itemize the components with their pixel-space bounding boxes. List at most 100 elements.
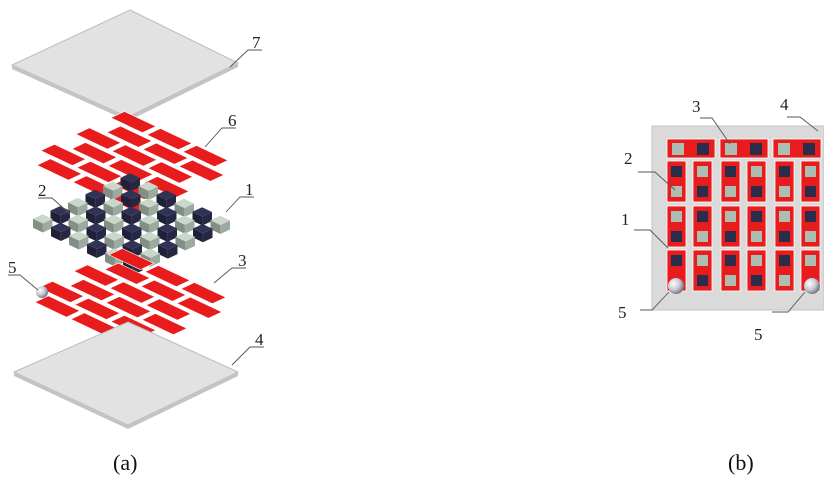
n-type-leg-top (86, 206, 106, 216)
p-type-leg (751, 231, 762, 242)
lower-strip (141, 313, 188, 336)
n-type-leg (779, 231, 790, 242)
n-type-leg-side (60, 210, 70, 225)
n-type-leg (725, 231, 736, 242)
n-type-leg-side (95, 211, 106, 225)
n-type-leg-top (121, 190, 141, 200)
p-type-leg-top (210, 215, 230, 225)
p-type-leg-side (210, 220, 221, 234)
label-4-b: 4 (780, 95, 789, 114)
n-type-leg-top (192, 207, 212, 217)
upper-strip (182, 145, 229, 168)
lower-strip (180, 282, 227, 305)
label-7: 7 (252, 33, 261, 52)
n-type-leg (725, 255, 736, 266)
label-3-b: 3 (692, 97, 701, 116)
p-type-leg-side (104, 219, 114, 234)
leg-grid (666, 138, 822, 292)
n-type-leg-side (202, 212, 212, 226)
n-type-leg-side (51, 227, 61, 241)
upper-strip (146, 128, 193, 151)
n-type-leg (671, 166, 682, 177)
n-type-leg-side (96, 227, 106, 242)
upper-strip (178, 159, 225, 182)
n-type-leg-top (120, 173, 140, 183)
lower-strip (108, 248, 155, 271)
n-type-leg-side (130, 178, 140, 192)
p-type-leg-top (68, 197, 88, 208)
p-type-leg-top (138, 181, 158, 191)
p-type-leg-top (140, 248, 160, 258)
upper-strip (111, 144, 158, 167)
upper-strip (76, 160, 123, 183)
label-2-b: 2 (624, 149, 633, 168)
n-type-leg-side (50, 210, 61, 225)
n-type-leg (803, 143, 815, 155)
n-type-leg (805, 211, 816, 222)
p-type-leg-side (140, 236, 150, 251)
p-type-leg-side (113, 202, 123, 217)
lower-strip (144, 265, 191, 288)
lower-strip (73, 264, 120, 287)
lower-strip (105, 296, 152, 319)
p-type-leg-top (104, 231, 124, 241)
p-type-leg-top (174, 198, 194, 208)
upper-strip (142, 142, 189, 165)
lower-strip (69, 279, 116, 302)
lower-strip (176, 296, 223, 319)
p-type-leg (671, 211, 682, 222)
p-type-leg (779, 275, 790, 286)
p-type-leg-side (220, 220, 230, 234)
p-type-leg (725, 211, 736, 222)
n-type-leg-side (121, 194, 131, 209)
p-type-leg (805, 166, 816, 177)
n-type-leg (671, 255, 682, 266)
panel-b-top-view: 3 4 2 1 5 5 (b) (618, 95, 824, 475)
p-type-leg-top (69, 231, 89, 241)
n-type-leg (751, 186, 762, 197)
p-type-leg-side (184, 203, 194, 217)
p-type-leg-side (148, 186, 158, 200)
panel-a-callouts: 7 6 2 1 5 3 4 (8, 33, 264, 366)
n-type-leg-side (95, 194, 105, 208)
label-5-b-right: 5 (754, 325, 763, 344)
p-type-leg-side (149, 219, 159, 234)
n-type-leg-top (50, 206, 70, 216)
n-type-leg-top (122, 240, 142, 250)
p-type-leg (697, 231, 708, 242)
n-type-leg-top (51, 222, 71, 232)
n-type-leg (805, 186, 816, 197)
p-type-leg-top (103, 198, 123, 208)
p-type-leg-side (113, 219, 124, 234)
lower-strip (145, 298, 192, 321)
p-type-leg-side (114, 236, 124, 250)
upper-strip (106, 125, 153, 148)
p-type-leg (697, 166, 708, 177)
n-type-leg-side (130, 194, 141, 209)
p-type-leg-side (184, 220, 195, 234)
contact-ball-a-left (36, 286, 48, 298)
p-type-leg-side (175, 220, 185, 234)
p-type-leg-top (33, 214, 53, 224)
n-type-leg-top (158, 240, 178, 250)
n-type-leg-side (60, 227, 71, 241)
p-type-leg-side (78, 219, 88, 233)
p-type-leg (725, 275, 736, 286)
n-type-leg (750, 143, 762, 155)
lower-conductor-strips (34, 248, 227, 352)
p-type-leg (779, 211, 790, 222)
lower-strip (34, 295, 81, 318)
panel-a-exploded-view: 7 6 2 1 5 3 4 (a) (8, 9, 264, 475)
lower-strip (140, 279, 187, 302)
n-type-leg-side (87, 244, 97, 258)
upper-strip (40, 143, 87, 166)
contact-ball-b-right (804, 278, 820, 294)
p-type-leg (778, 143, 790, 155)
p-type-leg-side (103, 186, 113, 200)
n-type-leg-top (157, 223, 177, 233)
upper-strip (36, 158, 83, 181)
p-type-leg-side (185, 236, 195, 251)
n-type-leg-top (87, 239, 107, 249)
n-type-leg-side (192, 211, 203, 226)
